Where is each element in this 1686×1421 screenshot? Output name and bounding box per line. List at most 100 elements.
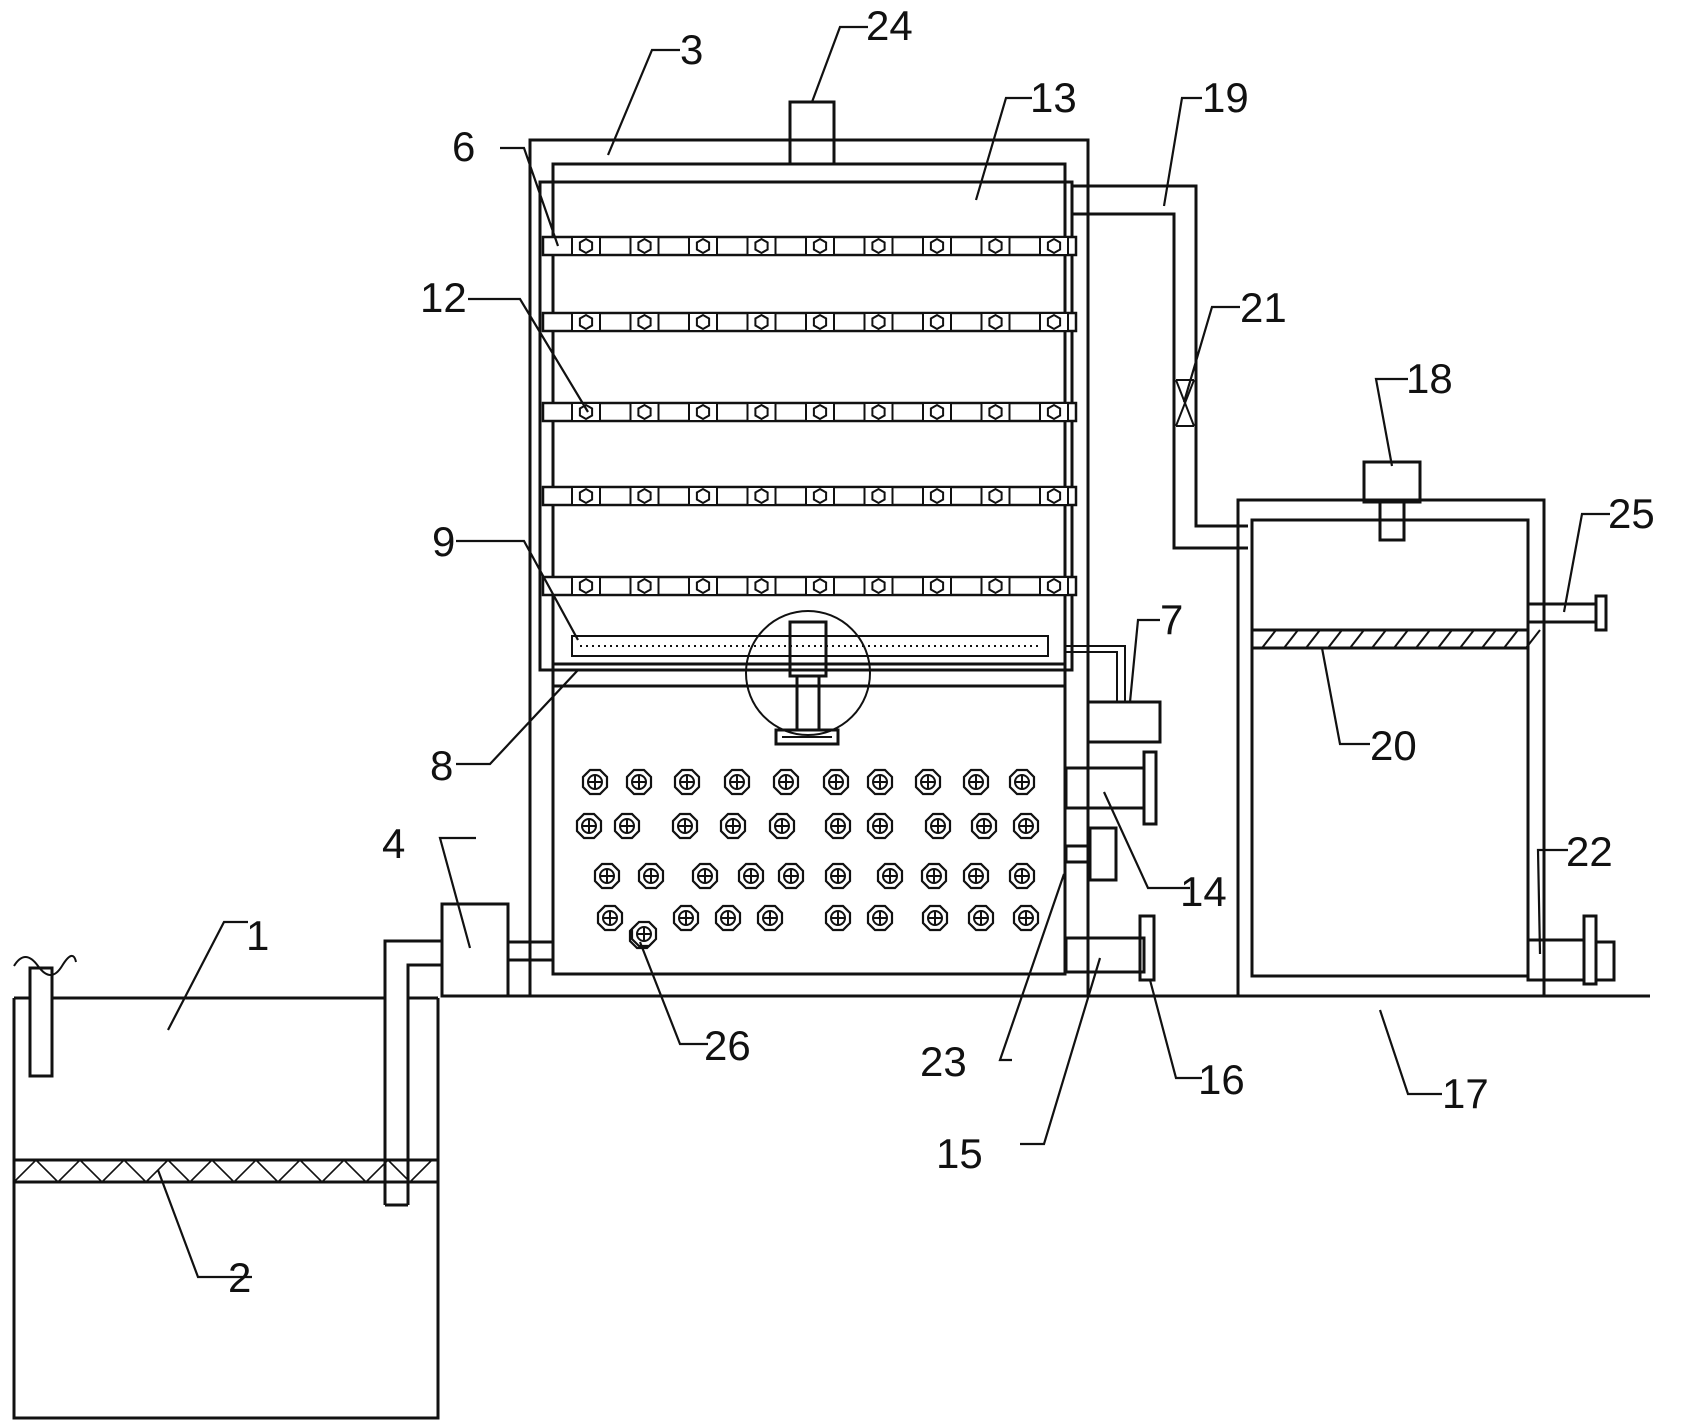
packing-ball [723, 768, 751, 796]
shelf-node [571, 576, 601, 596]
sump-tank [12, 955, 440, 1420]
side-outlet-lower [1064, 914, 1156, 982]
label-16: 16 [1198, 1056, 1245, 1103]
pump [440, 902, 553, 998]
label-9: 9 [432, 518, 455, 565]
shelf-node [1039, 402, 1069, 422]
shelf-node [922, 236, 952, 256]
packing-ball [673, 768, 701, 796]
shelf-node [571, 312, 601, 332]
shelf-node [629, 402, 660, 422]
packing-ball [921, 904, 949, 932]
label-2: 2 [228, 1254, 251, 1301]
packing-ball [1008, 862, 1036, 890]
shelf-node [805, 402, 835, 422]
packing-ball [581, 768, 609, 796]
label-7: 7 [1160, 596, 1183, 643]
label-20: 20 [1370, 722, 1417, 769]
packing-ball [970, 812, 998, 840]
upper-chamber [538, 180, 1074, 672]
packing-ball [672, 904, 700, 932]
shelf-node [688, 402, 718, 422]
sump-sieve-layer [13, 1158, 438, 1184]
shelf-node [863, 402, 894, 422]
shelf-node [922, 402, 952, 422]
packing-ball [714, 904, 742, 932]
shelf-node [1039, 576, 1069, 596]
shelf-node [688, 576, 718, 596]
packing-ball [962, 862, 990, 890]
label-24: 24 [866, 2, 913, 49]
packing-ball [630, 920, 658, 948]
shelf-node [688, 236, 718, 256]
shelf-node [746, 236, 777, 256]
side-outlet-upper [1064, 750, 1158, 826]
packing-ball [824, 812, 852, 840]
suction-pipe [383, 939, 442, 1207]
label-8: 8 [430, 742, 453, 789]
packing-ball [575, 812, 603, 840]
packing-ball [613, 812, 641, 840]
support-plate [553, 662, 1065, 688]
label-21: 21 [1240, 284, 1287, 331]
shelf-node [629, 312, 660, 332]
shelf-node [746, 402, 777, 422]
packing-ball [737, 862, 765, 890]
shelf-node [629, 576, 660, 596]
packing-ball [625, 768, 653, 796]
shelf-row [541, 401, 1078, 423]
connecting-pipe [1072, 184, 1248, 550]
packing-ball [1012, 904, 1040, 932]
detail-circle [745, 610, 871, 746]
shelf-node [805, 236, 835, 256]
shelf-node [629, 236, 660, 256]
filter-shelves [541, 235, 1078, 597]
packing-ball [691, 862, 719, 890]
packing-ball [920, 862, 948, 890]
shelf-node [922, 312, 952, 332]
packing-ball [596, 904, 624, 932]
packing-ball [866, 812, 894, 840]
packing-ball [824, 862, 852, 890]
top-outlet [788, 100, 836, 166]
packing-ball [593, 862, 621, 890]
ball-packing [575, 768, 1040, 950]
shelf-node [922, 486, 952, 506]
shelf-node [863, 576, 894, 596]
packing-ball [637, 862, 665, 890]
label-22: 22 [1566, 828, 1613, 875]
label-17: 17 [1442, 1070, 1489, 1117]
packing-ball [671, 812, 699, 840]
shelf-node [980, 402, 1011, 422]
side-motor [1065, 645, 1162, 744]
shelf-node [629, 486, 660, 506]
packing-ball [1008, 768, 1036, 796]
label-19: 19 [1202, 74, 1249, 121]
shelf-node [980, 236, 1011, 256]
shelf-node [688, 486, 718, 506]
shelf-node [980, 312, 1011, 332]
packing-ball [866, 904, 894, 932]
shelf-node [746, 576, 777, 596]
shelf-row [541, 575, 1078, 597]
packing-ball [876, 862, 904, 890]
secondary-filter-layer [1252, 628, 1541, 650]
part-labels: 1 2 3 4 6 7 8 9 12 13 14 15 16 17 18 19 … [228, 2, 1655, 1301]
packing-ball [866, 768, 894, 796]
shelf-row [541, 311, 1078, 333]
packing-ball [772, 768, 800, 796]
shelf-node [805, 486, 835, 506]
secondary-tank [1236, 498, 1546, 998]
packing-ball [822, 768, 850, 796]
label-18: 18 [1406, 355, 1453, 402]
packing-ball [924, 812, 952, 840]
label-12: 12 [420, 274, 467, 321]
label-25: 25 [1608, 490, 1655, 537]
shelf-node [746, 312, 777, 332]
shelf-node [863, 312, 894, 332]
secondary-outlet-upper [1526, 594, 1608, 632]
shelf-node [571, 402, 601, 422]
shelf-node [980, 576, 1011, 596]
shelf-node [1039, 236, 1069, 256]
